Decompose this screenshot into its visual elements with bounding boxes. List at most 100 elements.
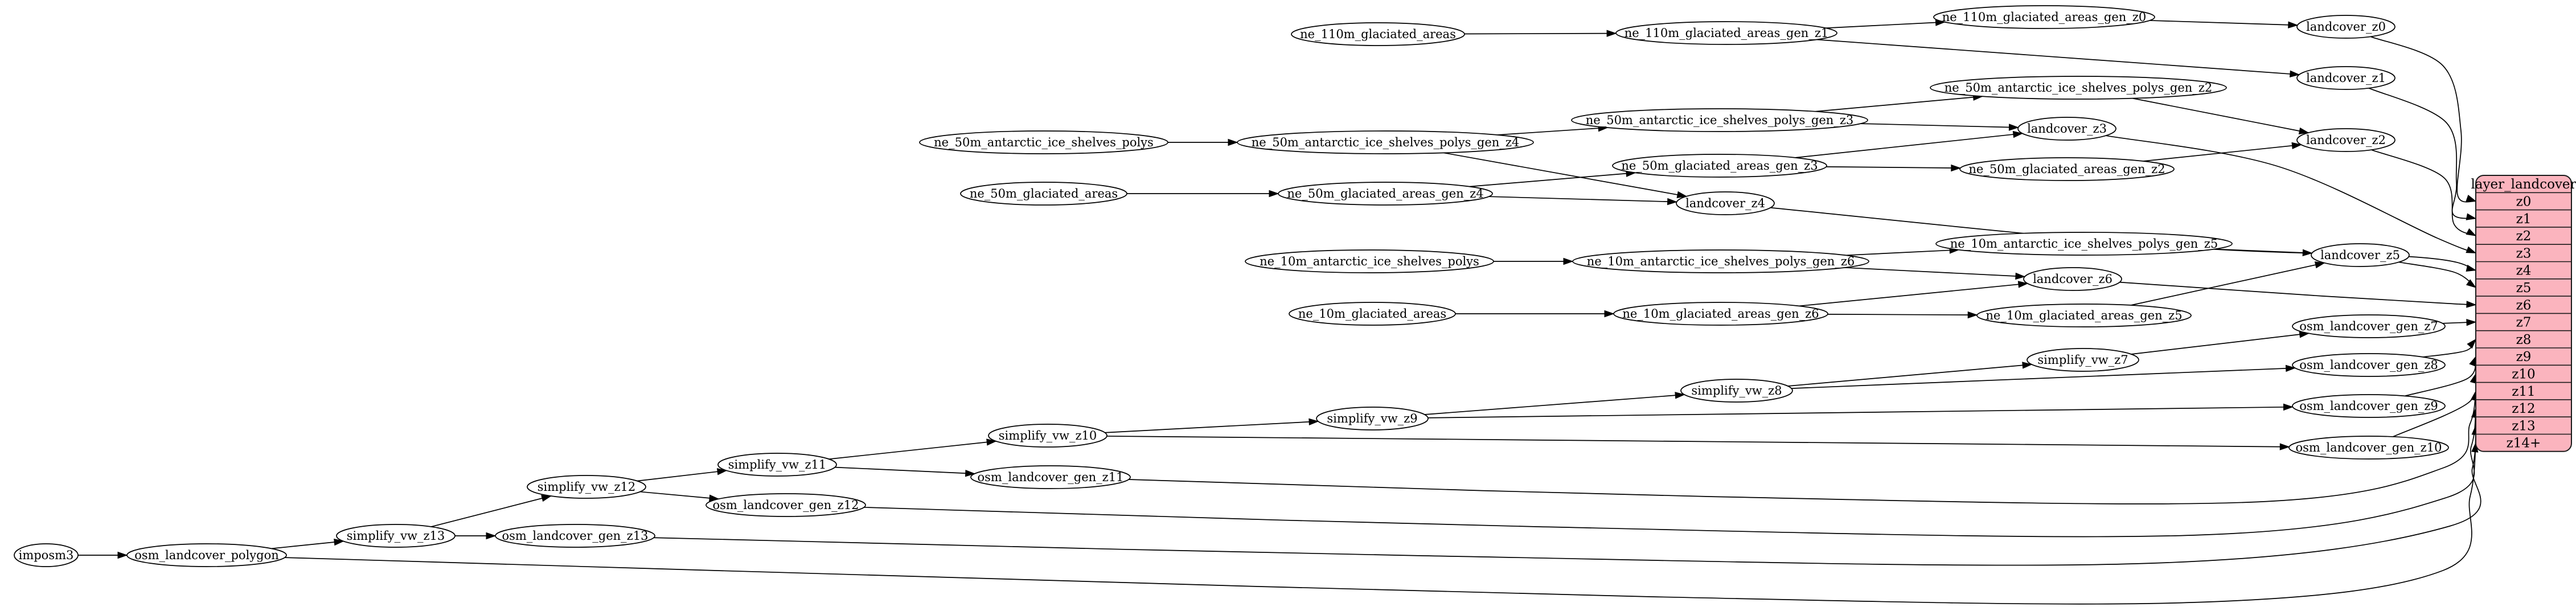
node-ne_10m_glaciated_areas: ne_10m_glaciated_areas	[1289, 302, 1456, 326]
table-row-z1: z1	[2516, 212, 2532, 227]
node-simplify_vw_z11: simplify_vw_z11	[717, 453, 837, 477]
node-ne_110m_glaciated_areas_gen_z0: ne_110m_glaciated_areas_gen_z0	[1933, 5, 2155, 29]
node-label: landcover_z1	[2306, 71, 2386, 85]
node-ellipse	[1613, 302, 1828, 326]
node-label: ne_10m_glaciated_areas	[1298, 307, 1446, 321]
edge-landcover_z2-row-z2	[2371, 149, 2476, 236]
table-row-z0: z0	[2516, 194, 2532, 209]
edge-simplify_vw_z9-osm_landcover_gen_z9	[1428, 406, 2293, 419]
edge-ne_50m_glaciated_areas_gen_z4-ne_50m_glaciated_areas_gen_z3	[1469, 172, 1636, 187]
arrowhead-icon	[1606, 30, 1617, 37]
node-ellipse	[1930, 76, 2227, 100]
edge-simplify_vw_z11-osm_landcover_gen_z11	[835, 466, 975, 474]
edge-osm_landcover_gen_z8-row-z8	[2423, 339, 2476, 358]
node-label: ne_110m_glaciated_areas	[1300, 27, 1456, 41]
node-landcover_z5: landcover_z5	[2311, 243, 2410, 267]
node-ellipse	[2292, 394, 2446, 418]
node-ne_50m_antarctic_ice_shelves_polys_gen_z2: ne_50m_antarctic_ice_shelves_polys_gen_z…	[1930, 76, 2227, 100]
table-row-z9: z9	[2516, 350, 2532, 364]
arrowhead-icon	[2466, 195, 2477, 202]
node-ellipse	[2023, 267, 2122, 291]
arrowhead-icon	[2466, 264, 2477, 272]
table-row-z2: z2	[2516, 229, 2532, 244]
node-ellipse	[2296, 15, 2395, 39]
node-simplify_vw_z8: simplify_vw_z8	[1680, 379, 1793, 403]
arrowhead-icon	[2285, 364, 2296, 372]
arrowhead-icon	[1967, 311, 1978, 319]
arrowhead-icon	[2467, 338, 2477, 349]
node-label: ne_50m_antarctic_ice_shelves_polys_gen_z…	[1586, 113, 1854, 127]
arrowhead-icon	[2291, 142, 2303, 150]
node-label: ne_10m_glaciated_areas_gen_z5	[1986, 309, 2182, 322]
arrowhead-icon	[1667, 198, 1678, 206]
arrowhead-icon	[1604, 310, 1615, 318]
node-label: ne_110m_glaciated_areas_gen_z0	[1942, 10, 2147, 24]
node-ellipse	[1612, 154, 1827, 178]
arrowhead-icon	[986, 438, 997, 446]
node-label: landcover_z5	[2320, 248, 2400, 262]
node-ne_50m_glaciated_areas_gen_z3: ne_50m_glaciated_areas_gen_z3	[1612, 154, 1827, 178]
node-label: simplify_vw_z7	[2037, 353, 2128, 367]
arrowhead-icon	[2469, 355, 2476, 367]
edge-ne_50m_glaciated_areas_gen_z4-landcover_z4	[1488, 196, 1677, 203]
node-imposm3: imposm3	[14, 543, 79, 567]
node-label: ne_50m_glaciated_areas_gen_z4	[1287, 187, 1483, 200]
node-ellipse	[527, 475, 646, 499]
node-label: osm_landcover_gen_z10	[2296, 441, 2442, 454]
node-ellipse	[1237, 130, 1534, 154]
arrowhead-icon	[2466, 279, 2477, 288]
node-ellipse	[1976, 304, 2192, 327]
node-ellipse	[919, 130, 1168, 154]
arrowhead-icon	[2015, 272, 2026, 280]
node-label: osm_landcover_gen_z13	[502, 529, 649, 543]
node-label: simplify_vw_z10	[999, 429, 1097, 442]
edge-landcover_z5-row-z5	[2398, 261, 2476, 288]
node-landcover_z6: landcover_z6	[2023, 267, 2122, 291]
edge-ne_50m_antarctic_ice_shelves_polys_gen_z4-ne_50m_antarctic_ice_shelves_polys_gen_z3	[1497, 127, 1608, 136]
node-ellipse	[705, 493, 866, 517]
arrowhead-icon	[2466, 246, 2477, 253]
node-ellipse	[1680, 379, 1793, 403]
node-ellipse	[1278, 182, 1493, 206]
table-row-z8: z8	[2516, 333, 2532, 347]
edge-landcover_z3-row-z3	[2106, 135, 2476, 254]
node-label: simplify_vw_z12	[538, 480, 636, 494]
node-label: ne_50m_antarctic_ice_shelves_polys_gen_z…	[1252, 136, 1520, 149]
node-ellipse	[2017, 117, 2116, 141]
node-label: ne_50m_glaciated_areas_gen_z2	[1968, 162, 2165, 176]
arrowhead-icon	[1676, 191, 1688, 198]
node-label: simplify_vw_z11	[728, 458, 827, 471]
edge-simplify_vw_z10-simplify_vw_z9	[1105, 421, 1319, 433]
node-osm_landcover_gen_z13: osm_landcover_gen_z13	[495, 524, 655, 548]
node-label: osm_landcover_polygon	[134, 548, 279, 562]
arrowhead-icon	[2466, 213, 2477, 220]
arrowhead-icon	[334, 538, 344, 546]
node-label: simplify_vw_z8	[1691, 384, 1782, 397]
node-ne_10m_antarctic_ice_shelves_polys: ne_10m_antarctic_ice_shelves_polys	[1245, 249, 1494, 273]
edge-simplify_vw_z9-simplify_vw_z8	[1424, 394, 1685, 415]
node-label: ne_10m_antarctic_ice_shelves_polys	[1260, 255, 1479, 268]
arrowhead-icon	[117, 551, 128, 559]
node-landcover_z1: landcover_z1	[2296, 66, 2395, 90]
node-ne_50m_glaciated_areas: ne_50m_glaciated_areas	[960, 182, 1127, 206]
arrowhead-icon	[1308, 418, 1319, 426]
node-label: landcover_z3	[2027, 122, 2107, 136]
node-ne_10m_antarctic_ice_shelves_polys_gen_z5: ne_10m_antarctic_ice_shelves_polys_gen_z…	[1935, 232, 2233, 256]
arrowhead-icon	[2466, 228, 2477, 236]
arrowhead-icon	[2279, 443, 2290, 450]
table-row-z14+: z14+	[2507, 436, 2541, 451]
node-ellipse	[2296, 128, 2395, 152]
arrowhead-icon	[2017, 281, 2029, 288]
edge-ne_50m_glaciated_areas_gen_z3-ne_50m_glaciated_areas_gen_z2	[1826, 166, 1960, 169]
node-ne_50m_glaciated_areas_gen_z4: ne_50m_glaciated_areas_gen_z4	[1278, 182, 1493, 206]
edge-osm_landcover_polygon-simplify_vw_z13	[271, 540, 344, 550]
edge-ne_10m_glaciated_areas_gen_z5-landcover_z5	[2131, 262, 2325, 306]
arrowhead-icon	[2290, 70, 2300, 78]
node-ellipse	[1291, 22, 1465, 46]
node-ellipse	[14, 543, 79, 567]
edge-simplify_vw_z7-osm_landcover_gen_z7	[2131, 333, 2309, 355]
node-landcover_z3: landcover_z3	[2017, 117, 2116, 141]
node-label: ne_50m_glaciated_areas	[970, 187, 1118, 200]
edge-ne_110m_glaciated_areas_gen_z1-ne_110m_glaciated_areas_gen_z0	[1826, 21, 1945, 29]
